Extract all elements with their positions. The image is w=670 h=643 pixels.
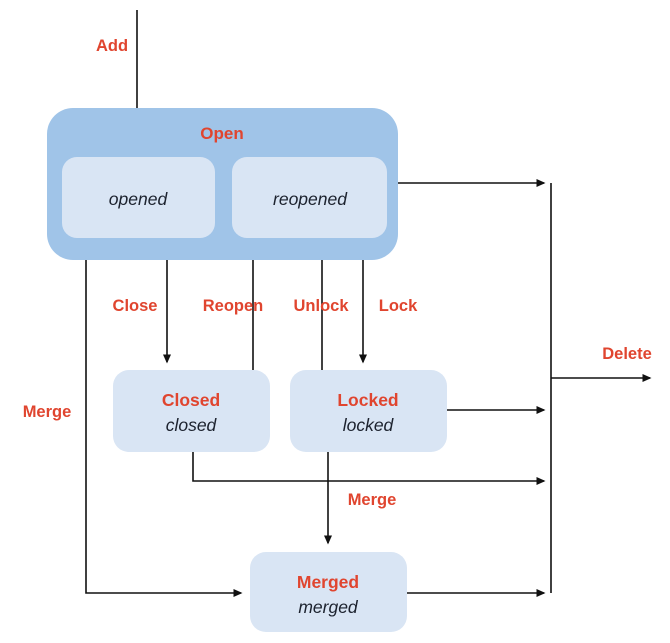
merged-node-title: Merged bbox=[297, 572, 359, 592]
reopened-state-box bbox=[232, 157, 387, 238]
merge-left-transition-label: Merge bbox=[23, 403, 72, 421]
opened-state-label: opened bbox=[109, 189, 169, 209]
close-transition-label: Close bbox=[113, 297, 158, 315]
closed-node-title: Closed bbox=[162, 390, 220, 410]
merged-node-box bbox=[250, 552, 407, 632]
open-group-label: Open bbox=[200, 124, 243, 143]
locked-node-state: locked bbox=[343, 415, 395, 435]
locked-node-title: Locked bbox=[337, 390, 398, 410]
closed-node-state: closed bbox=[166, 415, 218, 435]
lock-transition-label: Lock bbox=[379, 297, 418, 315]
merge-center-transition-label: Merge bbox=[348, 491, 397, 509]
merged-node-state: merged bbox=[298, 597, 359, 617]
add-transition-label: Add bbox=[96, 37, 128, 55]
edge-closed-to-trunk bbox=[192, 452, 546, 485]
locked-node-box bbox=[290, 370, 447, 452]
delete-transition-label: Delete bbox=[602, 345, 652, 363]
unlock-transition-label: Unlock bbox=[293, 297, 349, 315]
opened-state-box bbox=[62, 157, 215, 238]
reopen-transition-label: Reopen bbox=[203, 297, 264, 315]
reopened-state-label: reopened bbox=[273, 189, 348, 209]
closed-node-box bbox=[113, 370, 270, 452]
edge-merge-left bbox=[85, 260, 243, 597]
